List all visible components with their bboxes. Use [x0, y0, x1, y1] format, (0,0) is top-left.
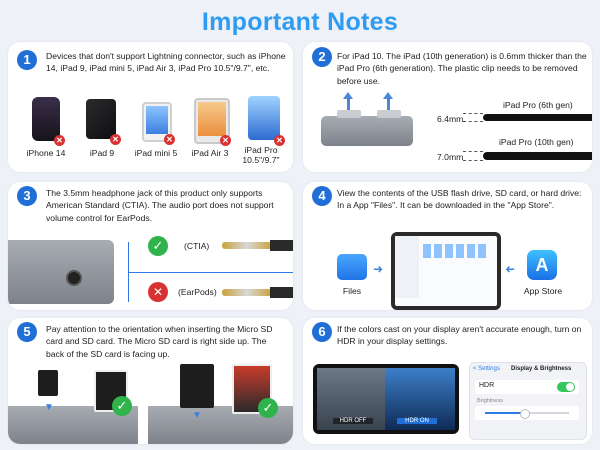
check-icon: ✓ [112, 396, 132, 416]
note-card-1: 1 Devices that don't support Lightning c… [8, 42, 293, 172]
hdr-row [475, 380, 579, 394]
note-text: For iPad 10. The iPad (10th generation) … [337, 51, 587, 86]
earpods-label: (EarPods) [178, 287, 217, 297]
arrow-down-icon: ▼ [44, 402, 54, 413]
screen [146, 106, 168, 134]
check-icon: ✓ [258, 398, 278, 418]
cross-icon: ✕ [148, 282, 168, 302]
hdr-toggle-knob [566, 383, 574, 391]
audio-cable [270, 287, 293, 298]
settings-panel [469, 362, 587, 440]
not-supported-icon: ✕ [164, 134, 175, 145]
note-text: Devices that don't support Lightning con… [46, 51, 286, 74]
note-card-6: 6 If the colors cast on your display are… [303, 318, 592, 444]
folder-grid [423, 244, 489, 258]
device-label: iPad Air 3 [191, 148, 229, 158]
ipad-9-image [86, 99, 116, 139]
device-label: iPad mini 5 [134, 148, 178, 158]
iphone-14-image [32, 97, 60, 141]
note-text: The 3.5mm headphone jack of this product… [46, 188, 274, 223]
not-supported-icon: ✕ [110, 134, 121, 145]
note-number: 6 [312, 322, 332, 342]
note-number: 2 [312, 47, 332, 67]
arrow-up-icon [347, 98, 350, 110]
ctia-label: (CTIA) [184, 241, 210, 251]
device-label: iPhone 14 [26, 148, 66, 158]
hub-image [8, 240, 114, 304]
app-store-label: App Store [523, 286, 563, 296]
dim-line [463, 160, 483, 161]
thickness-label: 7.0mm [437, 152, 464, 162]
plastic-clip [377, 110, 401, 118]
not-supported-icon: ✕ [220, 135, 231, 146]
hub-image [321, 116, 413, 146]
hdr-label: HDR [479, 382, 495, 389]
dim-line [463, 113, 483, 114]
divider [128, 272, 293, 273]
note-card-5: 5 Pay attention to the orientation when … [8, 318, 293, 444]
hdr-off-label: HDR OFF [333, 418, 373, 424]
not-supported-icon: ✕ [274, 135, 285, 146]
note-text: Pay attention to the orientation when in… [46, 324, 273, 359]
audio-cable [270, 240, 293, 251]
files-sidebar [395, 236, 419, 298]
note-number: 4 [312, 186, 332, 206]
files-label: Files [342, 286, 362, 296]
gen6-label: iPad Pro (6th gen) [503, 100, 573, 110]
device-label: iPad Pro 10.5"/9.7" [242, 145, 280, 165]
gen10-label: iPad Pro (10th gen) [499, 137, 574, 147]
screen [198, 102, 226, 136]
note-card-3: 3 The 3.5mm headphone jack of this produ… [8, 182, 293, 310]
arrow-up-icon [387, 98, 390, 110]
note-card-2: 2 For iPad 10. The iPad (10th generation… [303, 42, 592, 172]
note-number: 3 [17, 186, 37, 206]
settings-title: Display & Brightness [511, 366, 572, 372]
page-title: Important Notes [201, 8, 399, 36]
arrow-down-icon: ▼ [192, 410, 202, 421]
ipad-gen6-edge [483, 114, 592, 121]
arrow-left-icon: ➜ [505, 262, 516, 276]
audio-plug-image [222, 242, 272, 249]
arrow-up-icon [343, 92, 353, 99]
audio-plug-image [222, 289, 272, 296]
app-store-icon: A [527, 250, 557, 280]
note-text: If the colors cast on your display aren'… [337, 324, 582, 347]
sd-card-back-image [180, 364, 214, 408]
ipad-pro-image [248, 96, 280, 140]
dim-line [463, 121, 483, 122]
plastic-clip [337, 110, 361, 118]
brightness-label: Brightness [477, 398, 503, 404]
dim-line [463, 151, 483, 152]
files-icon [337, 254, 367, 280]
note-card-4: 4 View the contents of the USB flash dri… [303, 182, 592, 310]
micro-sd-card-image [38, 370, 58, 396]
check-icon: ✓ [148, 236, 168, 256]
headphone-jack [66, 270, 82, 286]
note-number: 1 [17, 50, 37, 70]
thickness-label: 6.4mm [437, 114, 464, 124]
settings-back[interactable]: < Settings [473, 366, 500, 372]
note-number: 5 [17, 322, 37, 342]
device-label: iPad 9 [89, 148, 115, 158]
arrow-up-icon [383, 92, 393, 99]
arrow-right-icon: ➜ [373, 262, 384, 276]
brightness-fill [485, 412, 523, 414]
note-text: View the contents of the USB flash drive… [337, 188, 582, 211]
brightness-thumb[interactable] [520, 409, 530, 419]
ipad-gen10-edge [483, 152, 592, 160]
not-supported-icon: ✕ [54, 135, 65, 146]
hdr-on-label: HDR ON [397, 418, 437, 424]
